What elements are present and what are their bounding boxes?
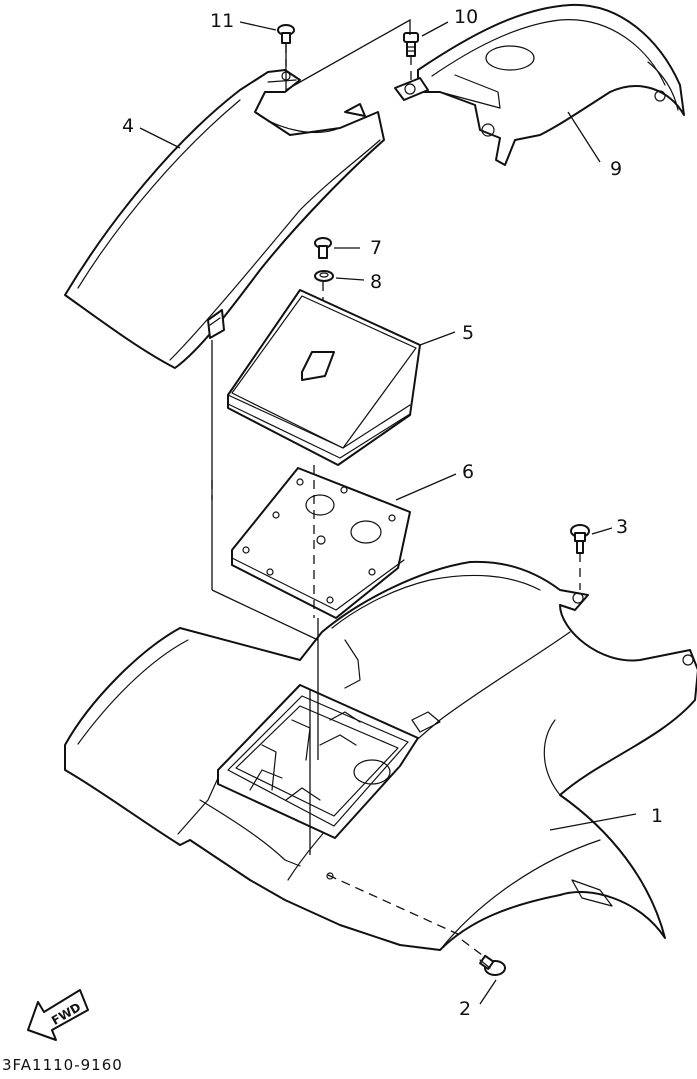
leader-lines bbox=[139, 21, 637, 1005]
part-5-box-lid bbox=[227, 289, 421, 466]
callout-2: 2 bbox=[459, 998, 471, 1020]
callout-6: 6 bbox=[462, 461, 474, 483]
part-6-gasket bbox=[231, 467, 411, 619]
part-1-rear-fender bbox=[64, 560, 697, 951]
part-3-bolt bbox=[570, 524, 590, 590]
part-7-screw bbox=[314, 237, 332, 259]
part-2-bolt bbox=[461, 939, 506, 976]
callout-9: 9 bbox=[610, 158, 622, 180]
fwd-direction-arrow: FWD bbox=[27, 989, 89, 1041]
callout-8: 8 bbox=[370, 271, 382, 293]
callout-3: 3 bbox=[616, 516, 628, 538]
callout-labels: 1 2 3 4 5 6 7 8 9 10 11 bbox=[122, 6, 663, 1020]
fwd-arrow-icon bbox=[27, 989, 89, 1041]
part-10-bolt bbox=[403, 32, 419, 82]
part-9-side-cover bbox=[394, 3, 685, 166]
callout-5: 5 bbox=[462, 322, 474, 344]
drawing-code: 3FA1110-9160 bbox=[2, 1056, 123, 1074]
callout-1: 1 bbox=[651, 805, 663, 827]
callout-10: 10 bbox=[454, 6, 478, 28]
callout-7: 7 bbox=[370, 237, 382, 259]
callout-11: 11 bbox=[210, 10, 234, 32]
assembly-lines bbox=[211, 18, 411, 855]
part-4-front-fender bbox=[64, 69, 385, 369]
callout-4: 4 bbox=[122, 115, 134, 137]
